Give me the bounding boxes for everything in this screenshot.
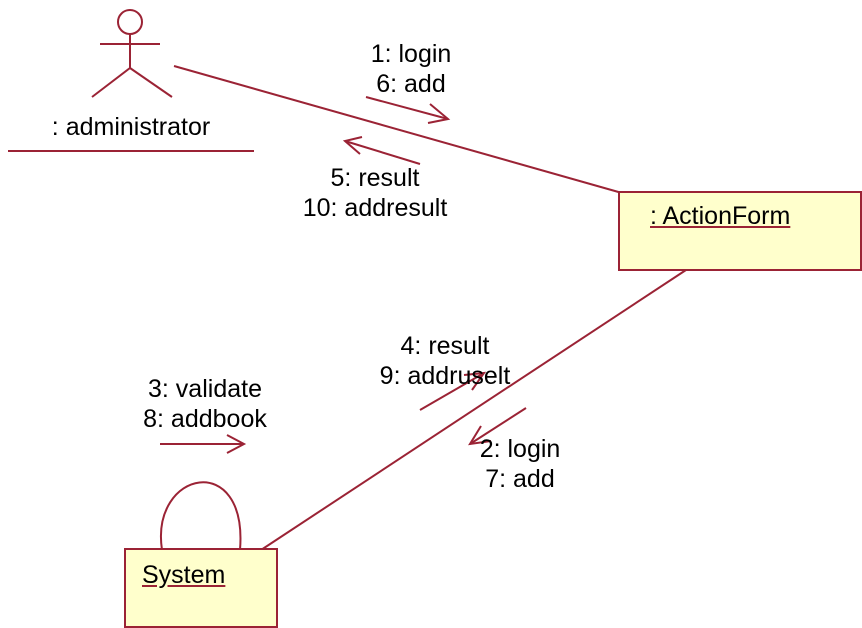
message-3: 3: validate — [148, 375, 262, 403]
message-label-actionform-to-system: 2: login 7: add — [440, 434, 600, 494]
link-admin-actionform — [173, 65, 623, 194]
message-10: 10: addresult — [302, 194, 448, 222]
message-1: 1: login — [370, 40, 452, 68]
system-object[interactable]: System — [124, 548, 278, 628]
message-6: 6: add — [376, 70, 446, 98]
link-actionform-system — [260, 269, 687, 551]
actor-right-leg — [129, 67, 173, 98]
message-label-system-to-actionform: 4: result 9: addruselt — [330, 331, 560, 391]
message-9: 9: addruselt — [379, 362, 511, 390]
actionform-object[interactable]: : ActionForm — [618, 191, 862, 271]
arrow-actionform-to-admin — [342, 136, 421, 165]
message-label-admin-to-actionform: 1: login 6: add — [346, 39, 476, 99]
arrow-system-self — [160, 434, 247, 454]
actor-left-leg — [91, 67, 131, 98]
actor-stick-figure-icon — [91, 9, 173, 98]
actor-name-label: : administrator — [8, 112, 254, 152]
actor-head — [117, 9, 143, 35]
message-label-system-self: 3: validate 8: addbook — [90, 374, 320, 434]
arrow-system-to-actionform — [419, 371, 487, 411]
link-system-self-loop — [159, 481, 242, 551]
message-4: 4: result — [400, 332, 490, 360]
system-object-label: System — [142, 561, 226, 589]
arrow-admin-to-actionform — [365, 96, 451, 124]
message-7: 7: add — [485, 465, 555, 493]
actionform-object-label: : ActionForm — [650, 202, 791, 230]
message-5: 5: result — [330, 164, 420, 192]
message-8: 8: addbook — [143, 405, 267, 433]
message-2: 2: login — [479, 435, 561, 463]
arrow-actionform-to-system — [468, 407, 527, 446]
message-label-actionform-to-admin: 5: result 10: addresult — [260, 163, 490, 223]
